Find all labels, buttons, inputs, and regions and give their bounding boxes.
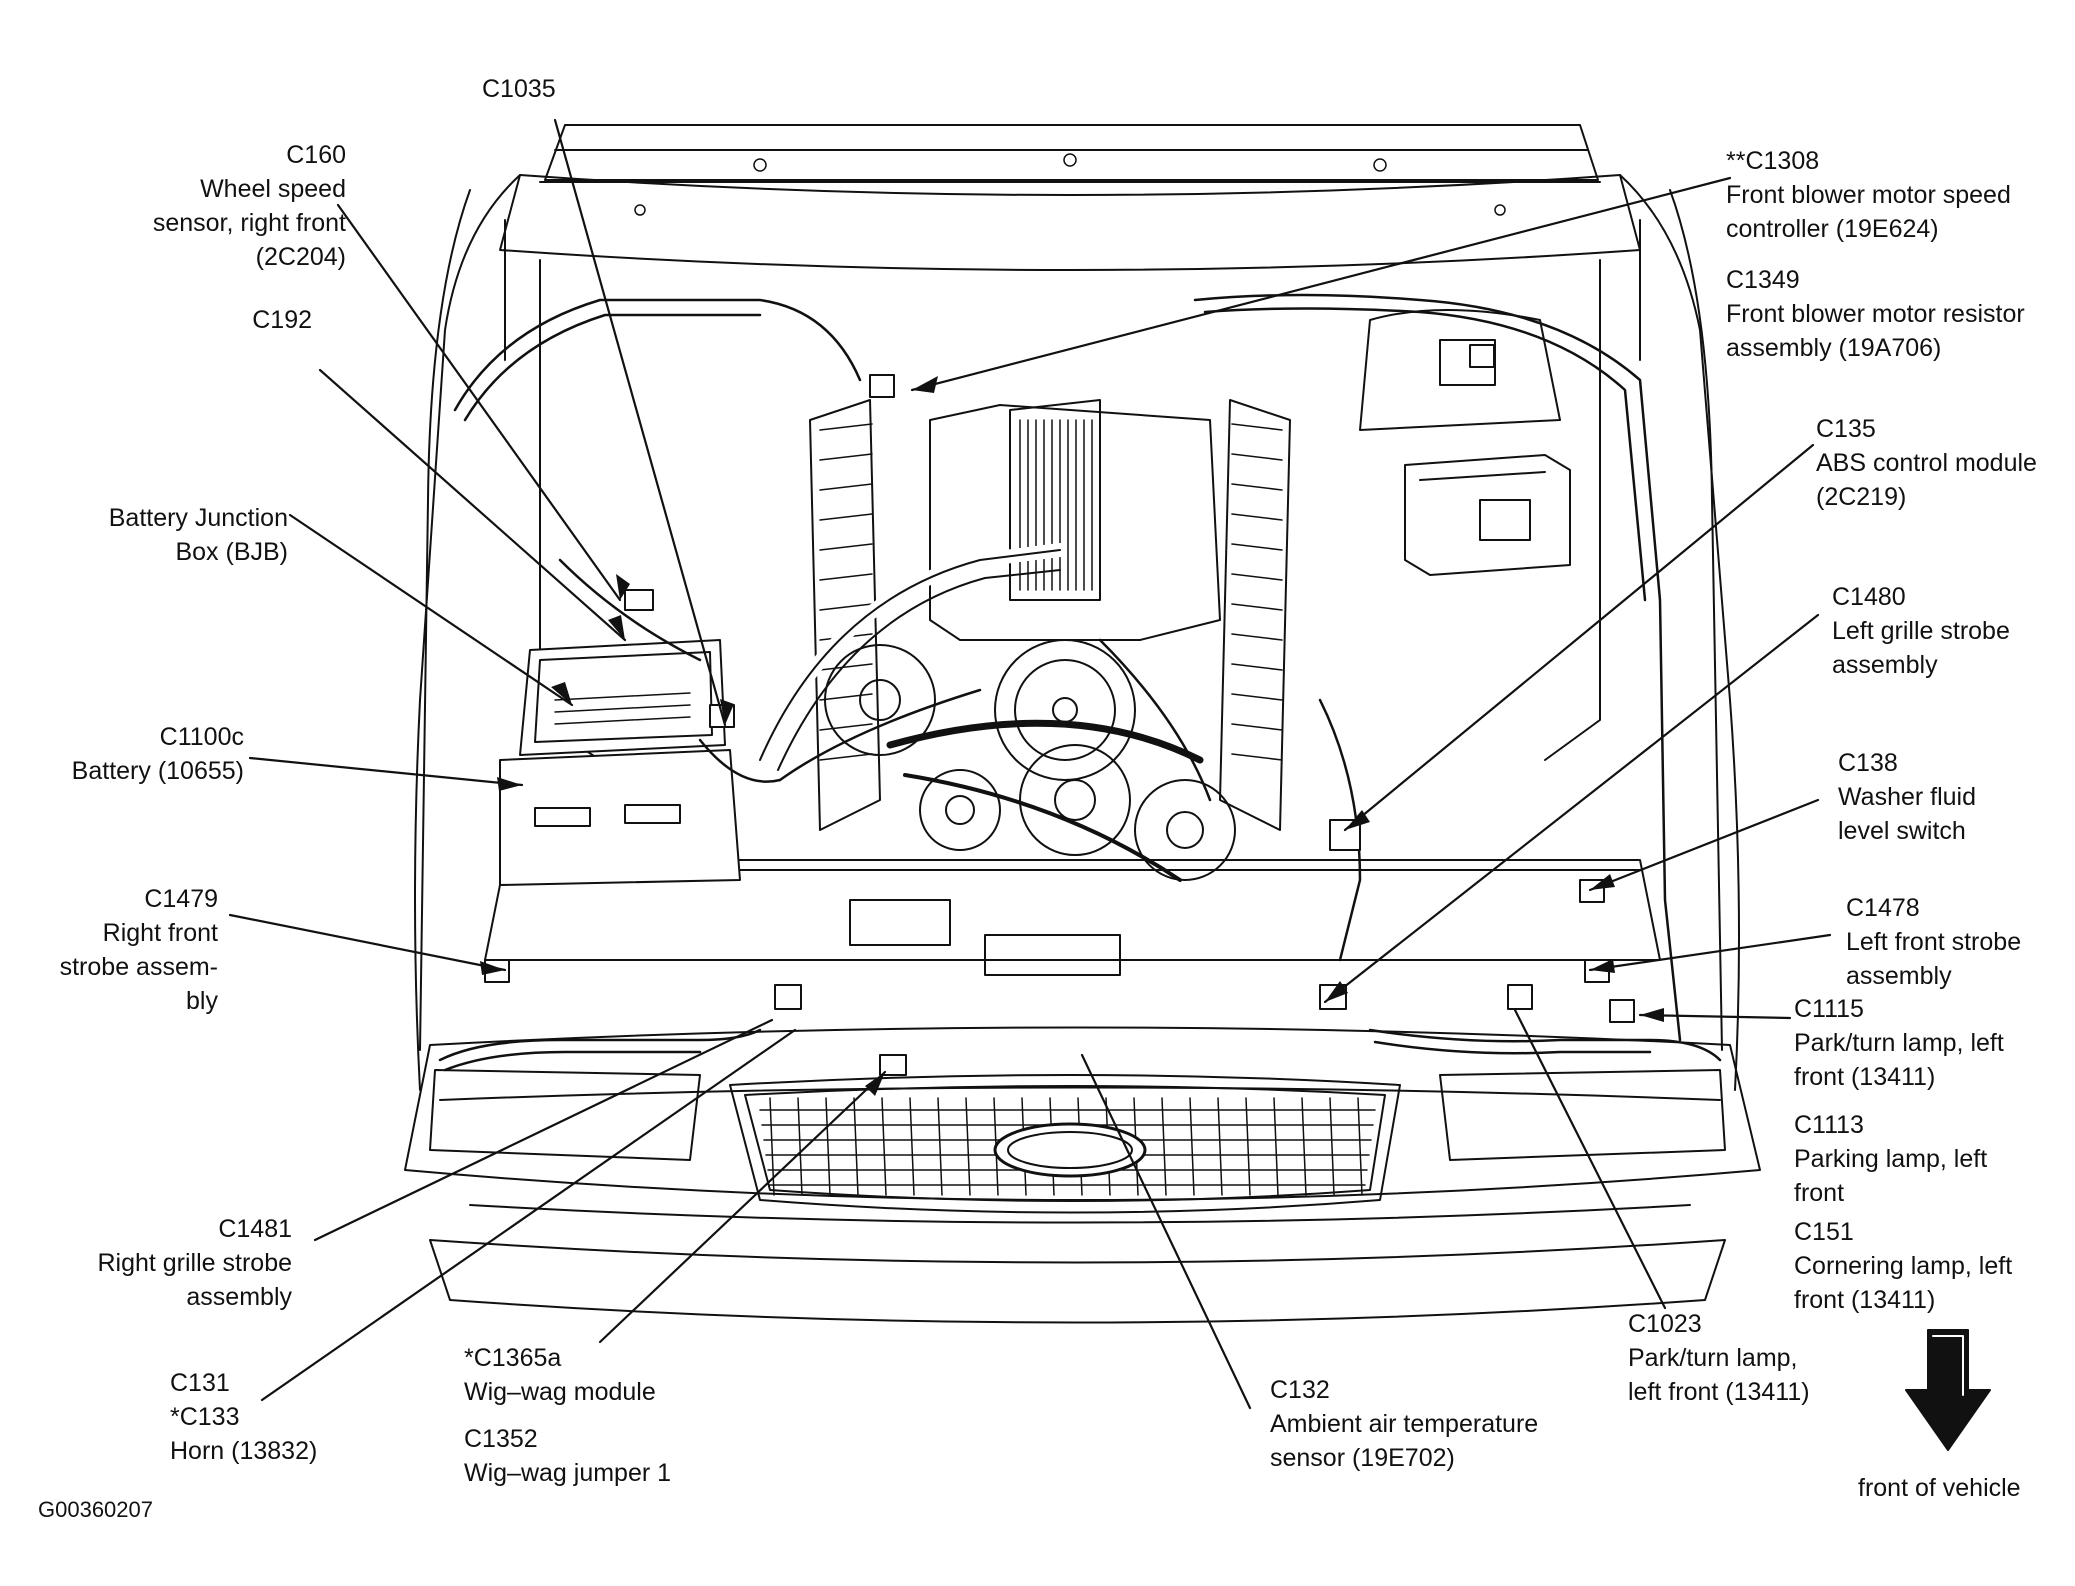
label-line: Wheel speed (200, 175, 346, 203)
figure-id: G00360207 (38, 1497, 153, 1522)
label-line: C135 (1816, 415, 1876, 443)
label-line: assembly (1832, 651, 1938, 679)
label-line: C1481 (218, 1215, 292, 1243)
label-line: Left grille strobe (1832, 617, 2010, 645)
label-line: **C1308 (1726, 147, 1820, 175)
label-line: *C133 (170, 1403, 240, 1431)
label-line: C1480 (1832, 583, 1906, 611)
leader-arrowheads (480, 376, 1664, 1096)
label-line: left front (13411) (1628, 1378, 1810, 1406)
label-line: Parking lamp, left (1794, 1145, 1988, 1173)
blower-motor-area (1359, 309, 1561, 431)
label-line: C1035 (482, 75, 556, 103)
label-line: C192 (252, 306, 312, 334)
label-line: front (13411) (1794, 1063, 1936, 1091)
label-line: C1023 (1628, 1310, 1702, 1338)
label-line: C1100c (159, 723, 244, 751)
label-line: bly (186, 987, 218, 1015)
label-line: strobe assem- (59, 953, 218, 981)
label-line: Cornering lamp, left (1794, 1252, 2013, 1280)
label-line: Front blower motor resistor (1726, 300, 2025, 328)
label-line: Front blower motor speed (1726, 181, 2011, 209)
front-grille (729, 1074, 1401, 1214)
label-line: Ambient air temperature (1270, 1410, 1539, 1438)
label-line: ABS control module (1816, 449, 2037, 477)
front-direction-arrow-icon (1905, 1329, 1991, 1451)
label-line: Wig–wag jumper 1 (464, 1459, 672, 1487)
label-line: Washer fluid (1838, 783, 1977, 811)
label-c1035: C1035 (482, 72, 556, 106)
label-line: Park/turn lamp, left (1794, 1029, 2004, 1057)
label-line: Battery (10655) (71, 757, 244, 785)
label-line: *C1365a (464, 1344, 562, 1372)
label-line: controller (19E624) (1726, 215, 1939, 243)
label-line: C1478 (1846, 894, 1920, 922)
label-line: assembly (1846, 962, 1952, 990)
abs-module (1404, 454, 1571, 576)
label-line: C138 (1838, 749, 1898, 777)
label-line: front (1794, 1179, 1845, 1207)
label-line: C1115 (1794, 995, 1864, 1023)
label-line: Horn (13832) (170, 1437, 318, 1465)
label-line: C1113 (1794, 1111, 1864, 1139)
label-line: C1349 (1726, 266, 1800, 294)
leader-lines (228, 118, 1832, 1410)
label-line: sensor, right front (152, 209, 346, 237)
label-line: Right front (102, 919, 218, 947)
label-line: assembly (186, 1283, 292, 1311)
label-line: level switch (1838, 817, 1966, 845)
label-line: assembly (19A706) (1726, 334, 1942, 362)
label-line: C132 (1270, 1376, 1330, 1404)
label-line: Battery Junction (108, 504, 288, 532)
label-line: (2C204) (255, 243, 346, 271)
engine (753, 399, 1291, 882)
label-line: Left front strobe (1846, 928, 2022, 956)
label-line: Wig–wag module (464, 1378, 656, 1406)
label-line: sensor (19E702) (1270, 1444, 1455, 1472)
label-line: (2C219) (1816, 483, 1907, 511)
label-line: C131 (170, 1369, 230, 1397)
battery-and-junction-box (499, 639, 741, 886)
label-line: C160 (286, 141, 346, 169)
label-line: C1479 (144, 885, 218, 913)
label-line: Box (BJB) (175, 538, 288, 566)
label-line: Right grille strobe (97, 1249, 292, 1277)
label-c192: C192 (200, 303, 312, 337)
label-line: C151 (1794, 1218, 1854, 1246)
label-line: C1352 (464, 1425, 538, 1453)
front-of-vehicle-label: front of vehicle (1858, 1474, 2021, 1502)
label-line: front (13411) (1794, 1286, 1936, 1314)
label-line: Park/turn lamp, (1628, 1344, 1798, 1372)
